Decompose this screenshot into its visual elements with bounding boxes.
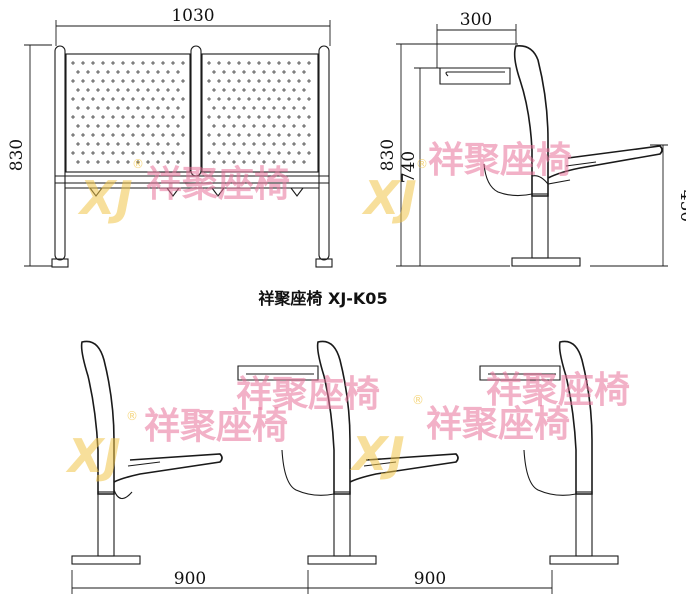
watermark-brand: 祥聚座椅 bbox=[426, 404, 570, 445]
watermark-logo: XJ bbox=[361, 171, 417, 225]
watermark-brand: 祥聚座椅 bbox=[144, 406, 288, 447]
seat bbox=[547, 145, 663, 179]
side-post bbox=[531, 193, 549, 259]
row-spacing-label-2: 900 bbox=[414, 569, 446, 589]
row-spacing-label-1: 900 bbox=[174, 569, 206, 589]
front-width-label: 1030 bbox=[171, 6, 214, 26]
center-post bbox=[190, 45, 202, 177]
watermark-logo: XJ bbox=[349, 427, 405, 481]
watermark-brand: 祥聚座椅 bbox=[236, 374, 380, 415]
row-arrangement-view: 900 900 bbox=[71, 340, 619, 594]
perforation-pattern bbox=[71, 61, 311, 164]
watermark-logo: XJ bbox=[77, 171, 133, 225]
watermark-logo: XJ bbox=[65, 429, 121, 483]
side-table-height-label: 740 bbox=[399, 151, 419, 183]
back-panel-left bbox=[65, 53, 191, 173]
watermark-brand: 祥聚座椅 bbox=[486, 370, 630, 411]
watermark-brand: 祥聚座椅 bbox=[146, 164, 290, 205]
watermark-registered: ® bbox=[416, 157, 428, 171]
row-chair-1 bbox=[71, 340, 223, 565]
side-depth-label: 300 bbox=[460, 10, 492, 30]
watermark-registered: ® bbox=[412, 393, 424, 407]
row-chair-3 bbox=[479, 340, 619, 565]
front-height-label: 830 bbox=[7, 139, 27, 171]
watermark-5: 祥聚座椅 祥聚座椅 bbox=[236, 370, 630, 415]
watermark-3: XJ ® 祥聚座椅 bbox=[65, 406, 288, 483]
back-panel-right bbox=[201, 53, 319, 173]
left-post bbox=[54, 45, 66, 261]
watermark-4: XJ ® 祥聚座椅 bbox=[349, 393, 570, 481]
right-post bbox=[318, 45, 330, 261]
right-foot bbox=[315, 258, 333, 268]
side-seat-height-label: 450 bbox=[676, 190, 686, 222]
watermark-registered: ® bbox=[126, 409, 138, 423]
watermark-1: XJ ® 祥聚座椅 bbox=[77, 157, 290, 225]
front-view: 1030 830 bbox=[7, 6, 333, 268]
side-base bbox=[511, 257, 581, 267]
row-chair-2 bbox=[237, 340, 459, 565]
left-foot bbox=[51, 258, 69, 268]
side-view: 300 830 740 450 bbox=[378, 10, 686, 267]
side-height-label: 830 bbox=[378, 139, 398, 171]
watermark-2: XJ ® 祥聚座椅 bbox=[361, 140, 572, 225]
watermark-brand: 祥聚座椅 bbox=[428, 140, 572, 181]
watermark-registered: ® bbox=[132, 157, 144, 171]
writing-tablet bbox=[439, 67, 511, 85]
model-caption: 祥聚座椅 XJ-K05 bbox=[258, 289, 387, 308]
